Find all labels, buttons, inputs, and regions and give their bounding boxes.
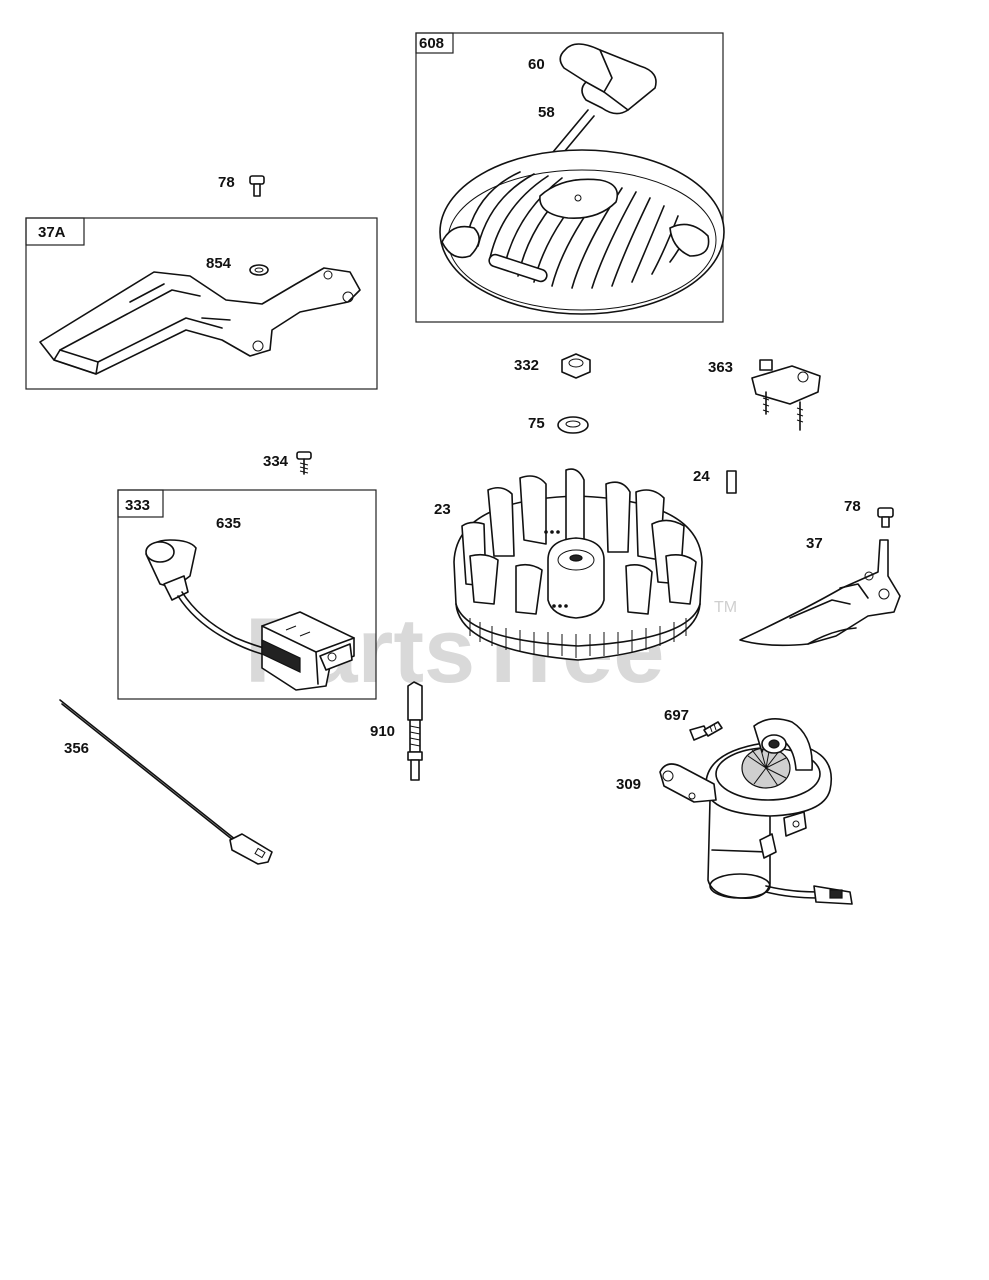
- screw-334[interactable]: [296, 451, 312, 475]
- label-78-right: 78: [844, 498, 861, 515]
- label-309: 309: [616, 776, 641, 793]
- label-24: 24: [693, 468, 710, 485]
- box-37A-tag: 37A: [38, 224, 66, 241]
- label-23: 23: [434, 501, 451, 518]
- washer-854[interactable]: [249, 264, 269, 276]
- watermark-trademark: TM: [714, 599, 737, 616]
- key-24[interactable]: [726, 470, 737, 494]
- label-910: 910: [370, 723, 395, 740]
- box-333-tag: 333: [125, 497, 150, 514]
- flywheel-23[interactable]: [453, 468, 703, 661]
- bolt-78-right[interactable]: [877, 507, 894, 528]
- air-guide-part[interactable]: [39, 267, 361, 375]
- label-854: 854: [206, 255, 232, 272]
- label-332: 332: [514, 357, 539, 374]
- bolt-697[interactable]: [689, 721, 723, 741]
- label-37: 37: [806, 535, 823, 552]
- washer-75[interactable]: [557, 416, 589, 434]
- label-60: 60: [528, 56, 545, 73]
- starter-motor-309[interactable]: [659, 718, 853, 905]
- ignition-coil-part[interactable]: [145, 539, 355, 691]
- bracket-363[interactable]: [751, 359, 821, 431]
- stud-910[interactable]: [407, 681, 423, 781]
- recoil-starter-part[interactable]: [439, 43, 725, 315]
- box-333: 333: [117, 489, 377, 700]
- stop-wire-356[interactable]: [59, 699, 273, 865]
- air-vane-37[interactable]: [739, 539, 901, 647]
- label-356: 356: [64, 740, 89, 757]
- label-75: 75: [528, 415, 545, 432]
- box-608: 608: [415, 32, 724, 323]
- label-78-top: 78: [218, 174, 235, 191]
- label-635: 635: [216, 515, 241, 532]
- label-334: 334: [263, 453, 289, 470]
- nut-332[interactable]: [561, 353, 591, 379]
- bolt-78-top[interactable]: [249, 175, 265, 197]
- box-37A: 37A: [25, 217, 378, 390]
- label-58: 58: [538, 104, 555, 121]
- label-697: 697: [664, 707, 689, 724]
- box-608-tag: 608: [419, 35, 444, 52]
- label-363: 363: [708, 359, 733, 376]
